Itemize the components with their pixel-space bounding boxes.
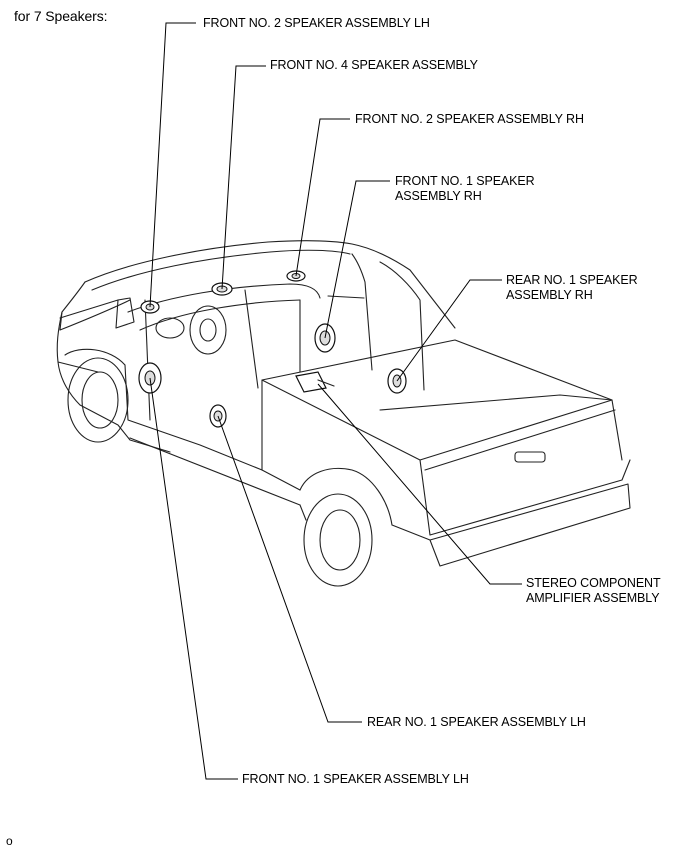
truck-outline: [56, 240, 631, 587]
label-amplifier: STEREO COMPONENT AMPLIFIER ASSEMBLY: [526, 576, 661, 605]
stereo-amplifier: [295, 371, 335, 393]
label-front-no2-lh: FRONT NO. 2 SPEAKER ASSEMBLY LH: [203, 16, 430, 30]
footer-mark: o: [6, 834, 13, 848]
leader-lines: [149, 22, 522, 780]
page-title: for 7 Speakers:: [14, 8, 108, 24]
label-rear-no1-rh: REAR NO. 1 SPEAKER ASSEMBLY RH: [506, 273, 638, 302]
label-front-no1-rh: FRONT NO. 1 SPEAKER ASSEMBLY RH: [395, 174, 535, 203]
label-front-no1-lh: FRONT NO. 1 SPEAKER ASSEMBLY LH: [242, 772, 469, 786]
label-rear-no1-lh: REAR NO. 1 SPEAKER ASSEMBLY LH: [367, 715, 586, 729]
label-front-no2-rh: FRONT NO. 2 SPEAKER ASSEMBLY RH: [355, 112, 584, 126]
label-front-no4: FRONT NO. 4 SPEAKER ASSEMBLY: [270, 58, 478, 72]
